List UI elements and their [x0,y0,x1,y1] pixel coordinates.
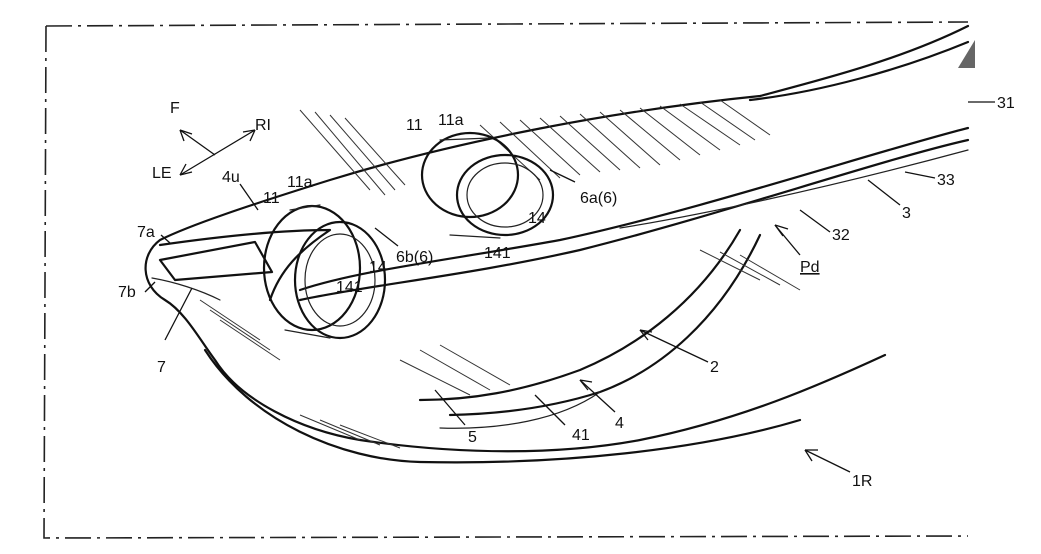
label-7a: 7a [137,224,155,241]
label-5: 5 [468,429,477,446]
label-7: 7 [157,359,166,376]
label-4u: 4u [222,169,240,186]
lamp-unit-right [420,131,555,239]
label-14-right: 14 [528,210,546,227]
lamp-unit-left [262,204,387,340]
label-3: 3 [902,205,911,222]
bezel-2 [418,228,742,402]
label-direction-f: F [170,100,180,117]
label-direction-ri: RI [255,117,271,134]
label-41: 41 [572,427,590,444]
lower-body-curve [203,348,802,464]
reflector-7b [151,277,221,301]
bezel-41 [439,391,601,429]
label-31: 31 [997,95,1015,112]
label-1r: 1R [852,473,872,490]
label-6a: 6a(6) [580,190,617,207]
label-14-left: 14 [369,259,387,276]
lens-edge-32 [619,149,969,229]
label-11a-left: 11a [287,174,313,191]
label-141-left: 141 [336,279,363,296]
leader-lines [144,101,995,473]
housing-outline [144,24,970,453]
wedge-7a [158,240,274,282]
label-4: 4 [615,415,624,432]
label-11-left: 11 [263,190,280,207]
label-11a-right: 11a [438,112,464,129]
hatching-group [199,99,801,449]
label-7b: 7b [118,284,136,301]
label-11-right: 11 [406,117,423,134]
bezel-4 [448,233,762,417]
direction-arrows [179,129,256,176]
label-33: 33 [937,172,955,189]
label-2: 2 [710,359,719,376]
label-6b: 6b(6) [396,249,433,266]
reflector-7 [158,228,332,302]
label-141-right: 141 [484,245,511,262]
label-pd: Pd [800,259,820,276]
label-direction-le: LE [152,165,172,182]
frame-border [43,21,969,539]
outer-lens-top [748,40,970,102]
corner-mark [958,40,975,68]
inner-lens-line [298,138,970,302]
label-32: 32 [832,227,850,244]
